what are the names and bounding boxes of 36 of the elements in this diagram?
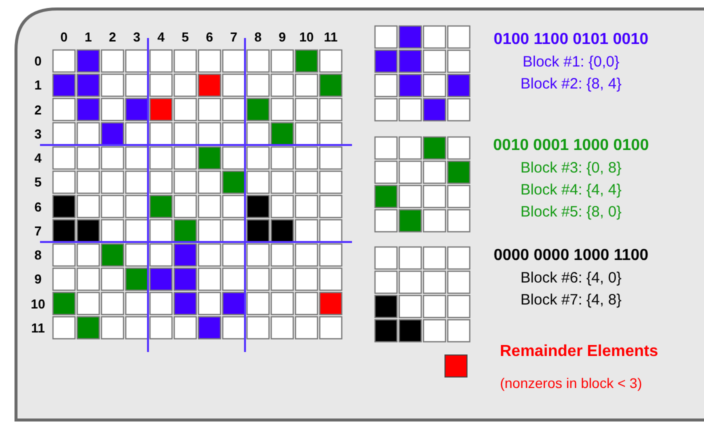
row-number: 8 [34,248,42,262]
block-coordinates: Block #4: {4, 4} [520,182,622,198]
block-coordinates: Block #5: {8, 0} [520,204,622,220]
row-number: 10 [30,297,46,310]
row-number: 0 [34,54,42,68]
row-number: 5 [34,176,42,189]
column-number: 10 [299,30,314,44]
note: (nonzeros in block < 3) [500,376,642,390]
row-number: 9 [34,272,42,286]
block-coordinates: Block #3: {0, 8} [520,160,622,176]
column-number: 7 [230,30,238,44]
row-number: 3 [34,127,42,140]
row-number: 1 [34,78,42,92]
block-coordinates: Block #1: {0,0} [522,54,620,70]
column-number: 5 [182,30,189,44]
bit-pattern: 0100 1100 0101 0010 [494,32,648,48]
column-number: 6 [206,30,214,44]
row-number: 7 [34,224,42,238]
row-number: 2 [34,103,42,116]
column-number: 11 [324,30,338,44]
column-number: 3 [133,30,140,44]
block-coordinates: Block #6: {4, 0} [520,270,622,286]
block-coordinates: Block #2: {8, 4} [520,76,622,92]
row-number: 11 [31,321,45,334]
column-number: 9 [278,30,286,44]
legend-label: Remainder Elements [500,344,658,360]
row-number: 6 [34,200,42,213]
bit-pattern: 0010 0001 1000 0100 [493,138,649,154]
column-number: 8 [254,30,262,44]
column-number: 4 [157,30,165,44]
column-number: 2 [108,30,116,44]
bit-pattern: 0000 0000 1000 1100 [494,248,648,264]
row-number: 4 [34,152,42,164]
block-coordinates: Block #7: {4, 8} [520,292,622,308]
column-number: 0 [60,30,68,44]
column-number: 1 [84,30,92,44]
